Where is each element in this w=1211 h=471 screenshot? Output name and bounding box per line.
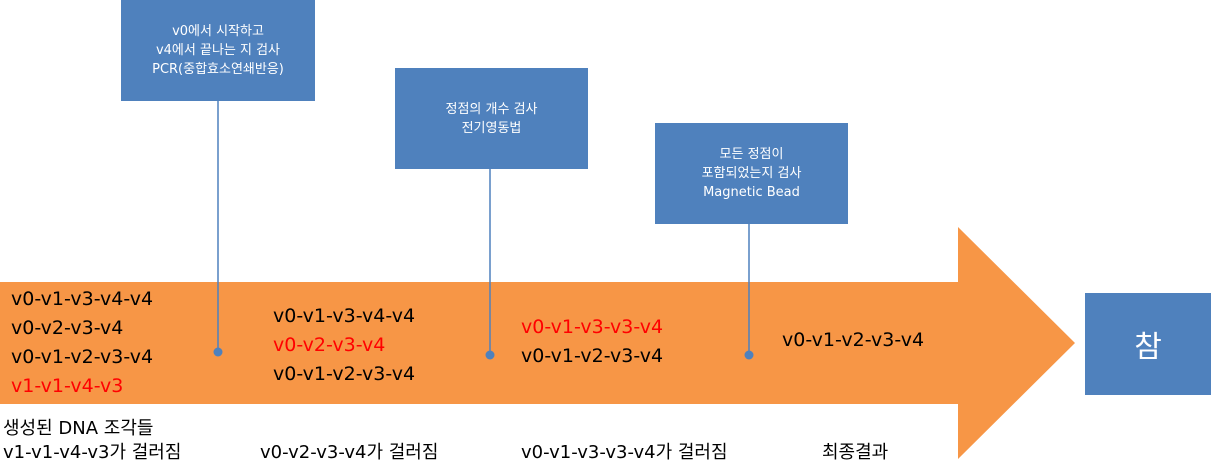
dna-path-filtered: v1-v1-v4-v3 [11,375,124,397]
caption-line: 최종결과 [822,442,889,463]
caption-after-electrophoresis: v0-v1-v3-v3-v4가 걸러짐 [521,441,728,465]
stage-paths-after-pcr: v0-v1-v3-v4-v4 v0-v2-v3-v4 v0-v1-v2-v3-v… [273,302,415,389]
caption-after-pcr: v0-v2-v3-v4가 걸러짐 [260,441,438,465]
caption-line: v0-v1-v3-v3-v4가 걸러짐 [521,442,728,463]
caption-generated-dna: 생성된 DNA 조각들 v1-v1-v4-v3가 걸러짐 [3,417,181,465]
test-box-pcr: v0에서 시작하고 v4에서 끝나는 지 검사 PCR(중합효소연쇄반응) [121,0,315,101]
dna-path-filtered: v0-v2-v3-v4 [273,334,386,356]
test-box-electrophoresis-line: 정점의 개수 검사 [445,101,538,117]
test-box-pcr-line: PCR(중합효소연쇄반응) [152,62,284,77]
stage-paths-initial: v0-v1-v3-v4-v4 v0-v2-v3-v4 v0-v1-v2-v3-v… [11,285,153,401]
caption-line: 생성된 DNA 조각들 [3,418,154,439]
dna-path: v0-v1-v2-v3-v4 [782,329,925,351]
process-arrow [0,227,1075,459]
test-box-electrophoresis: 정점의 개수 검사 전기영동법 [395,68,588,169]
connector-dot-electrophoresis [485,350,495,360]
connector-dot-magnetic-bead [744,350,754,360]
dna-path: v0-v2-v3-v4 [11,317,124,339]
test-box-magnetic-bead-line: Magnetic Bead [703,185,800,200]
dna-path: v0-v1-v2-v3-v4 [521,345,664,367]
test-box-magnetic-bead-line: 포함되었는지 검사 [701,166,802,181]
test-box-magnetic-bead-line: 모든 정점이 [719,147,784,162]
dna-path: v0-v1-v2-v3-v4 [11,346,154,368]
test-box-magnetic-bead: 모든 정점이 포함되었는지 검사 Magnetic Bead [655,123,848,224]
result-label: 참 [1134,330,1162,365]
dna-path-filtered: v0-v1-v3-v3-v4 [521,316,664,338]
test-box-electrophoresis-line: 전기영동법 [461,120,522,136]
test-box-pcr-line: v0에서 시작하고 [172,24,264,39]
caption-final: 최종결과 [822,441,888,465]
stage-paths-final: v0-v1-v2-v3-v4 [782,326,924,355]
dna-path: v0-v1-v2-v3-v4 [273,363,416,385]
test-box-pcr-line: v4에서 끝나는 지 검사 [155,43,281,58]
dna-path: v0-v1-v3-v4-v4 [273,305,416,327]
caption-line: v1-v1-v4-v3가 걸러짐 [3,442,182,463]
connector-dot-pcr [213,347,223,357]
dna-path: v0-v1-v3-v4-v4 [11,288,154,310]
stage-paths-after-electrophoresis: v0-v1-v3-v3-v4 v0-v1-v2-v3-v4 [521,313,663,371]
result-box: 참 [1085,293,1211,395]
caption-line: v0-v2-v3-v4가 걸러짐 [260,442,439,463]
